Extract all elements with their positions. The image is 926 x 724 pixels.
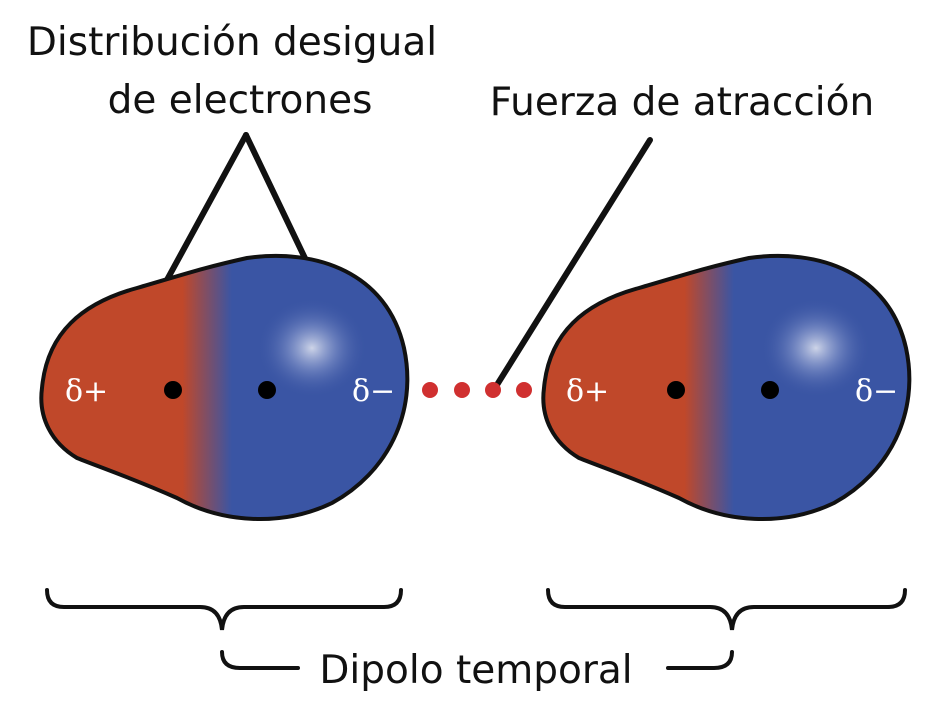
molecule-left-delta-positive: δ+: [65, 374, 108, 409]
uneven-distribution-label-line1: Distribución desigual: [27, 20, 437, 65]
temporary-dipole-brace-right: [666, 650, 734, 670]
molecule-right-nucleus-1: [667, 381, 685, 399]
right-molecule-brace: [546, 588, 907, 631]
molecule-right-delta-negative: δ−: [855, 374, 898, 409]
attraction-force-label: Fuerza de atracción: [490, 80, 874, 125]
attraction-dots: [422, 382, 532, 398]
molecule-left-nucleus-2: [258, 381, 276, 399]
molecule-right: [541, 253, 912, 522]
molecule-left-glow: [257, 298, 367, 398]
molecule-right-glow: [761, 298, 871, 398]
molecule-right-delta-positive: δ+: [566, 374, 609, 409]
temporary-dipole-label: Dipolo temporal: [319, 648, 632, 693]
molecule-left-delta-negative: δ−: [352, 374, 395, 409]
molecule-left: [39, 253, 410, 522]
temporary-dipole-brace-left: [220, 650, 300, 670]
molecule-right-nucleus-2: [761, 381, 779, 399]
attraction-force-pointer: [492, 137, 653, 391]
left-molecule-brace: [45, 588, 403, 631]
uneven-distribution-label-line2: de electrones: [108, 78, 373, 123]
molecule-left-nucleus-1: [164, 381, 182, 399]
